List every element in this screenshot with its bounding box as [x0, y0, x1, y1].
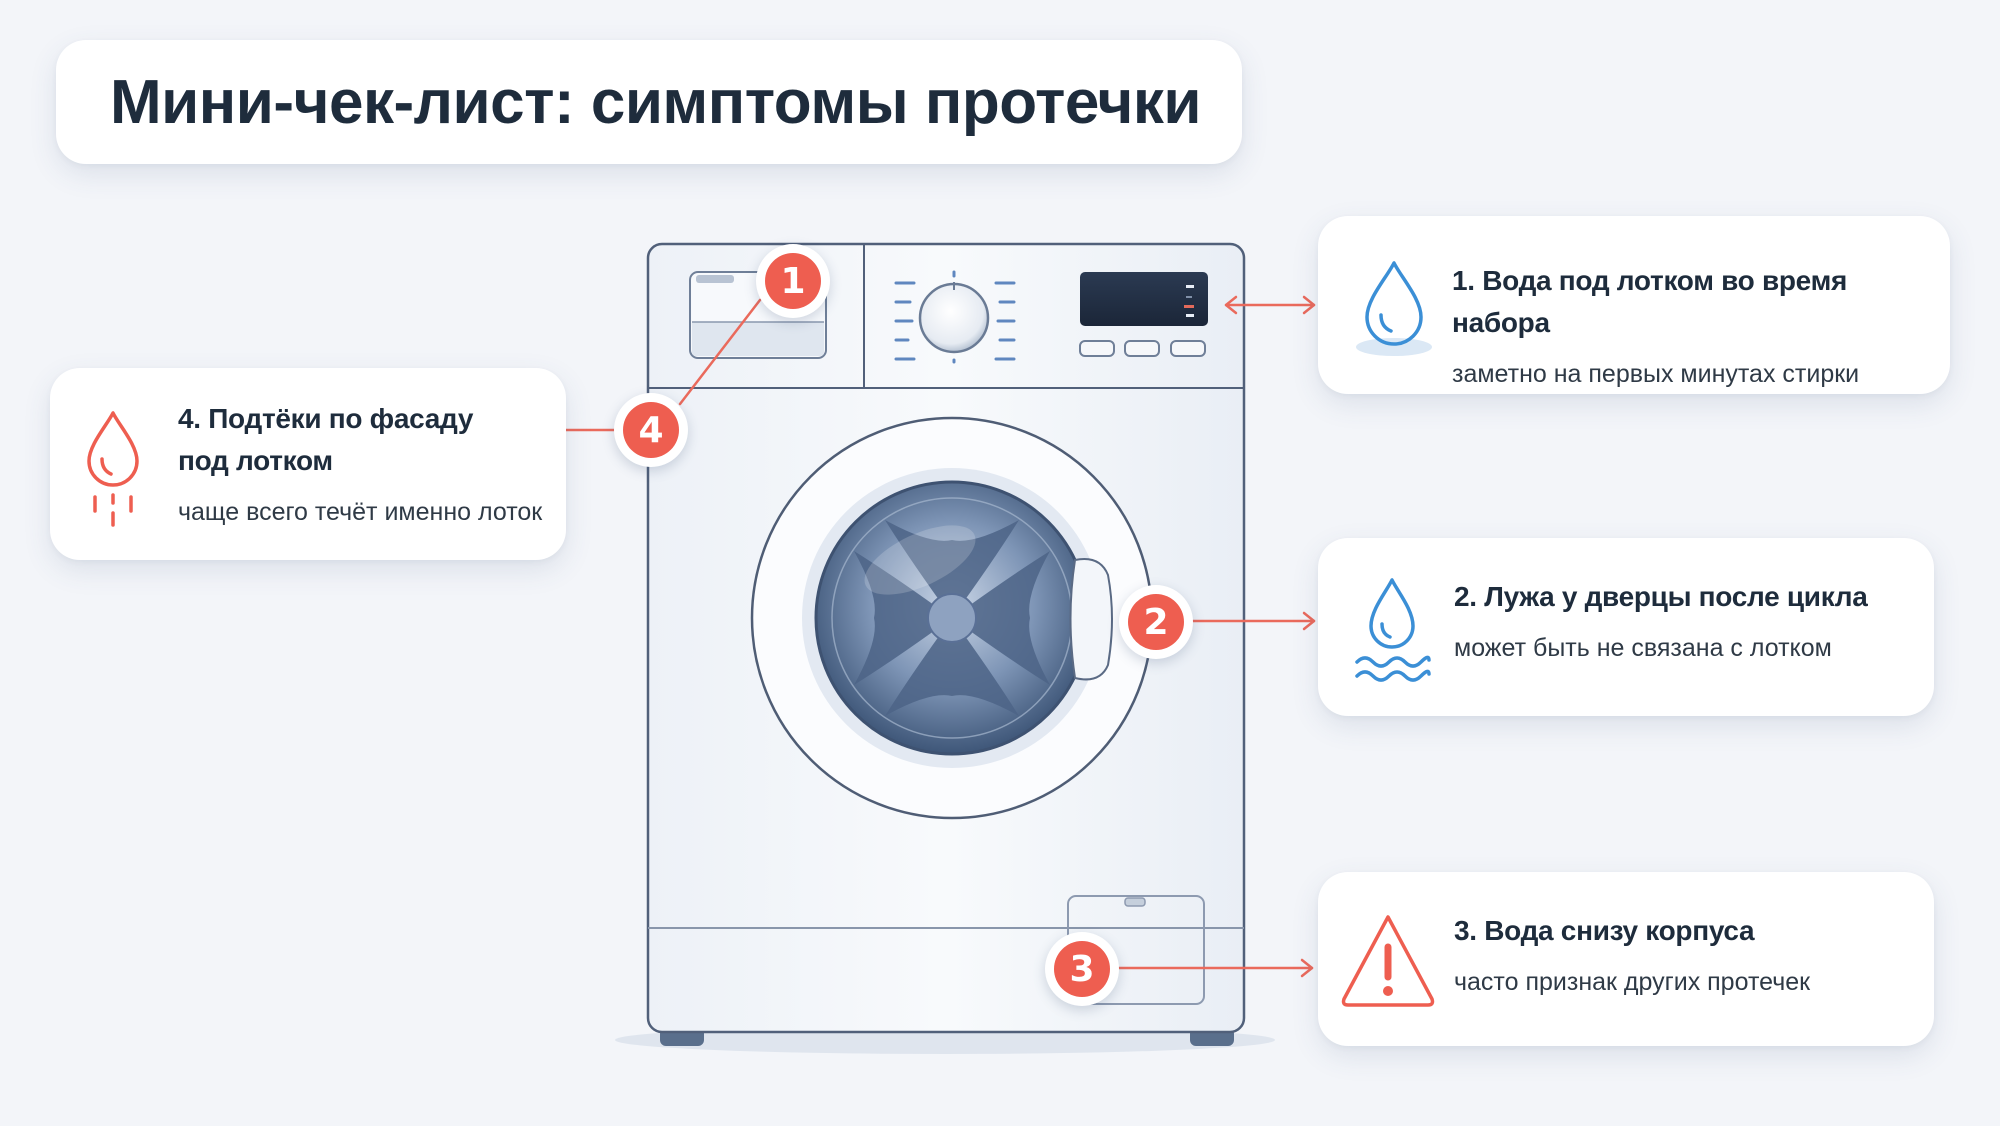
- callout-badge-2[interactable]: 2: [1119, 585, 1193, 659]
- drop-with-waves-icon: [1342, 572, 1442, 692]
- badge-number: 2: [1128, 594, 1184, 650]
- page-title: Мини-чек-лист: симптомы протечки: [110, 67, 1201, 137]
- program-knob: [894, 270, 1016, 364]
- callout-badge-1[interactable]: 1: [756, 244, 830, 318]
- symptom-text-3: 3. Вода снизу корпуса часто признак друг…: [1454, 910, 1810, 1000]
- symptom-card-1[interactable]: 1. Вода под лотком во время набора замет…: [1318, 216, 1950, 394]
- symptom-heading-line-1: 4. Подтёки по фасаду: [178, 403, 474, 434]
- water-drop-icon: [1344, 250, 1444, 370]
- symptom-text-4: 4. Подтёки по фасаду под лотком чаще все…: [178, 398, 542, 530]
- warning-triangle-icon: [1336, 906, 1440, 1016]
- symptom-subtext: часто признак других протечек: [1454, 968, 1811, 996]
- panel-button-2: [1124, 340, 1160, 357]
- callout-badge-3[interactable]: 3: [1045, 932, 1119, 1006]
- panel-button-1: [1079, 340, 1115, 357]
- symptom-heading: 3. Вода снизу корпуса: [1454, 915, 1755, 946]
- machine-door: [750, 416, 1154, 820]
- symptom-text-1: 1. Вода под лотком во время набора замет…: [1452, 260, 1950, 392]
- badge-number: 4: [623, 402, 679, 458]
- badge-number: 3: [1054, 941, 1110, 997]
- symptom-card-2[interactable]: 2. Лужа у дверцы после цикла может быть …: [1318, 538, 1934, 716]
- symptom-text-2: 2. Лужа у дверцы после цикла может быть …: [1454, 576, 1868, 666]
- dripping-drop-icon: [68, 402, 158, 542]
- symptom-card-4[interactable]: 4. Подтёки по фасаду под лотком чаще все…: [50, 368, 566, 560]
- symptom-heading-line-2: под лотком: [178, 445, 333, 476]
- symptom-subtext: может быть не связана с лотком: [1454, 634, 1832, 662]
- callout-badge-4[interactable]: 4: [614, 393, 688, 467]
- symptom-subtext: заметно на первых минутах стирки: [1452, 360, 1860, 388]
- badge-number: 1: [765, 253, 821, 309]
- title-card: Мини-чек-лист: симптомы протечки: [56, 40, 1242, 164]
- symptom-subtext: чаще всего течёт именно лоток: [178, 498, 543, 526]
- symptom-card-3[interactable]: 3. Вода снизу корпуса часто признак друг…: [1318, 872, 1934, 1046]
- symptom-heading: 1. Вода под лотком во время набора: [1452, 265, 1848, 338]
- symptom-heading: 2. Лужа у дверцы после цикла: [1454, 581, 1868, 612]
- panel-button-3: [1170, 340, 1206, 357]
- digital-display: [1080, 272, 1208, 326]
